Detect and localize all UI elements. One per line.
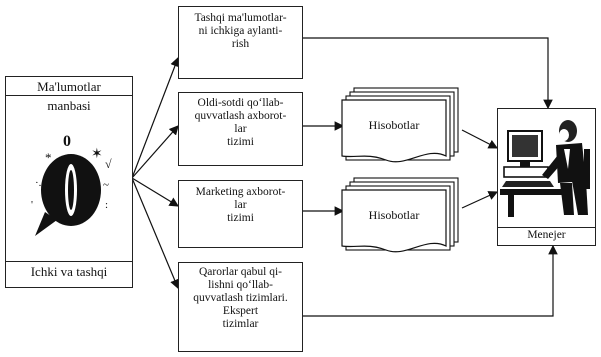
arrow-source-to-system-3: [131, 177, 180, 207]
system-3-line-1: Marketing axborot-: [195, 186, 286, 198]
system-1-line-1: Tashqi ma'lumotlar-: [194, 12, 287, 24]
system-box-4: [178, 262, 303, 352]
manager-at-computer-icon: [500, 120, 590, 217]
report-stack-1: [341, 87, 459, 163]
manager-label: Menejer: [527, 229, 566, 241]
system-3-line-2: lar: [234, 199, 247, 211]
arrow-system-4-to-manager: [303, 244, 558, 317]
report-2-label: Hisobotlar: [368, 208, 420, 222]
system-2-line-1: Oldi-sotdi qo‘llab-: [197, 97, 284, 109]
svg-text:·.·: ·.·: [35, 177, 45, 189]
system-2-line-3: lar: [234, 123, 247, 135]
source-caption: Ichki va tashqi: [30, 264, 108, 279]
svg-text:': ': [31, 199, 33, 211]
svg-text:*: *: [45, 150, 52, 165]
system-4-line-2: lishni qo‘llab-: [208, 279, 273, 291]
system-3-line-3: tizimi: [227, 212, 254, 224]
svg-text:✶: ✶: [91, 147, 103, 162]
arrow-system-1-to-manager: [303, 37, 553, 110]
system-2-line-2: quvvatlash axborot-: [194, 110, 287, 122]
svg-text:√: √: [105, 157, 112, 171]
svg-text:~: ~: [103, 179, 109, 191]
system-box-3: [178, 180, 303, 248]
arrow-report-2-to-manager: [461, 191, 499, 209]
arrow-source-to-system-2: [131, 125, 179, 179]
system-box-1: [178, 6, 303, 79]
system-4-line-1: Qarorlar qabul qi-: [198, 266, 283, 278]
report-stack-2: [341, 177, 459, 253]
source-title-line-2: manbasi: [47, 98, 91, 113]
source-title-line-1: Ma'lumotlar: [37, 79, 101, 94]
system-2-line-4: tizimi: [227, 136, 254, 148]
system-1-line-2: ni ichkiga aylanti-: [198, 25, 283, 37]
arrow-source-to-system-1: [131, 56, 180, 179]
information-source-icon: 0 * ✶ √ ·.· ~ ' :: [31, 133, 112, 236]
system-4-line-4: Ekspert: [222, 305, 259, 317]
svg-text:0: 0: [63, 133, 71, 150]
system-1-line-3: rish: [231, 38, 250, 50]
arrow-report-1-to-manager: [461, 129, 499, 149]
system-4-line-3: quvvatlash tizimlari.: [193, 292, 288, 304]
svg-text::: :: [105, 199, 108, 211]
report-1-label: Hisobotlar: [368, 118, 420, 132]
system-4-line-5: tizimlar: [222, 318, 259, 330]
system-box-2: [178, 92, 303, 166]
arrow-source-to-system-4: [131, 177, 180, 290]
